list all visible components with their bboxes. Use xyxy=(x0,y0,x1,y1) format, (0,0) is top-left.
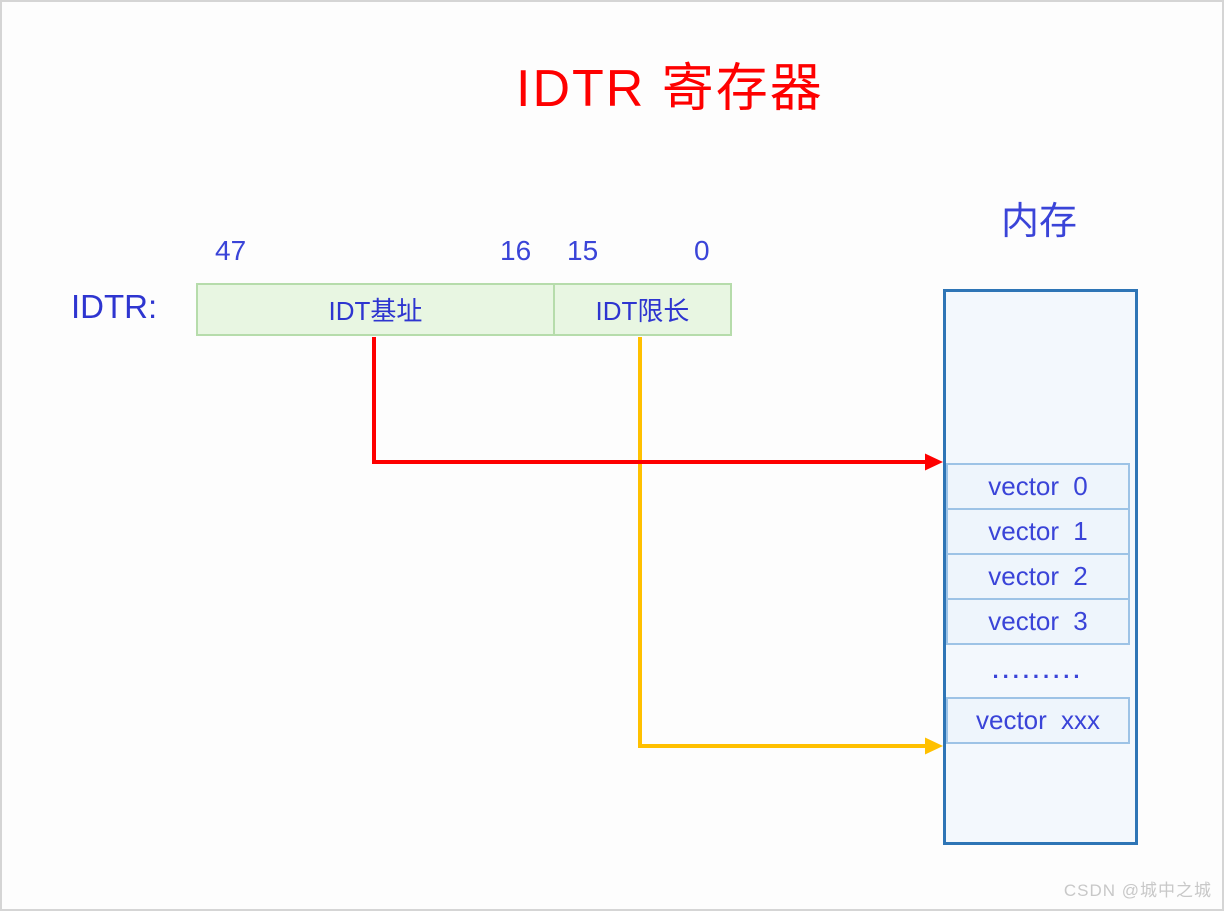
bit-label-16: 16 xyxy=(500,235,532,266)
idt-base-arrow xyxy=(372,337,943,471)
diagram-title: IDTR 寄存器 xyxy=(516,60,824,118)
idt-limit-arrow xyxy=(638,337,943,755)
bit-label-47: 47 xyxy=(215,235,247,266)
idt-limit-field: IDT限长 xyxy=(595,296,690,326)
vector-row-ellipsis: ......... xyxy=(992,658,1084,683)
vector-row-xxx: vector xxx xyxy=(946,697,1130,744)
vector-row-2: vector 2 xyxy=(946,553,1130,600)
memory-label: 内存 xyxy=(1001,201,1078,243)
vector-row-0: vector 0 xyxy=(946,463,1130,510)
watermark: CSDN @城中之城 xyxy=(1063,881,1212,900)
idtr-register-box: IDT基址 IDT限长 xyxy=(196,283,732,336)
idt-base-field: IDT基址 xyxy=(198,285,555,334)
idtr-register-label: IDTR: xyxy=(71,288,158,325)
memory-box: vector 0 vector 1 vector 2 vector 3 ....… xyxy=(943,289,1138,845)
bit-label-15: 15 xyxy=(567,235,599,266)
bit-label-0: 0 xyxy=(694,235,710,266)
vector-row-3: vector 3 xyxy=(946,598,1130,645)
vector-table: vector 0 vector 1 vector 2 vector 3 ....… xyxy=(946,463,1130,744)
vector-row-1: vector 1 xyxy=(946,508,1130,555)
